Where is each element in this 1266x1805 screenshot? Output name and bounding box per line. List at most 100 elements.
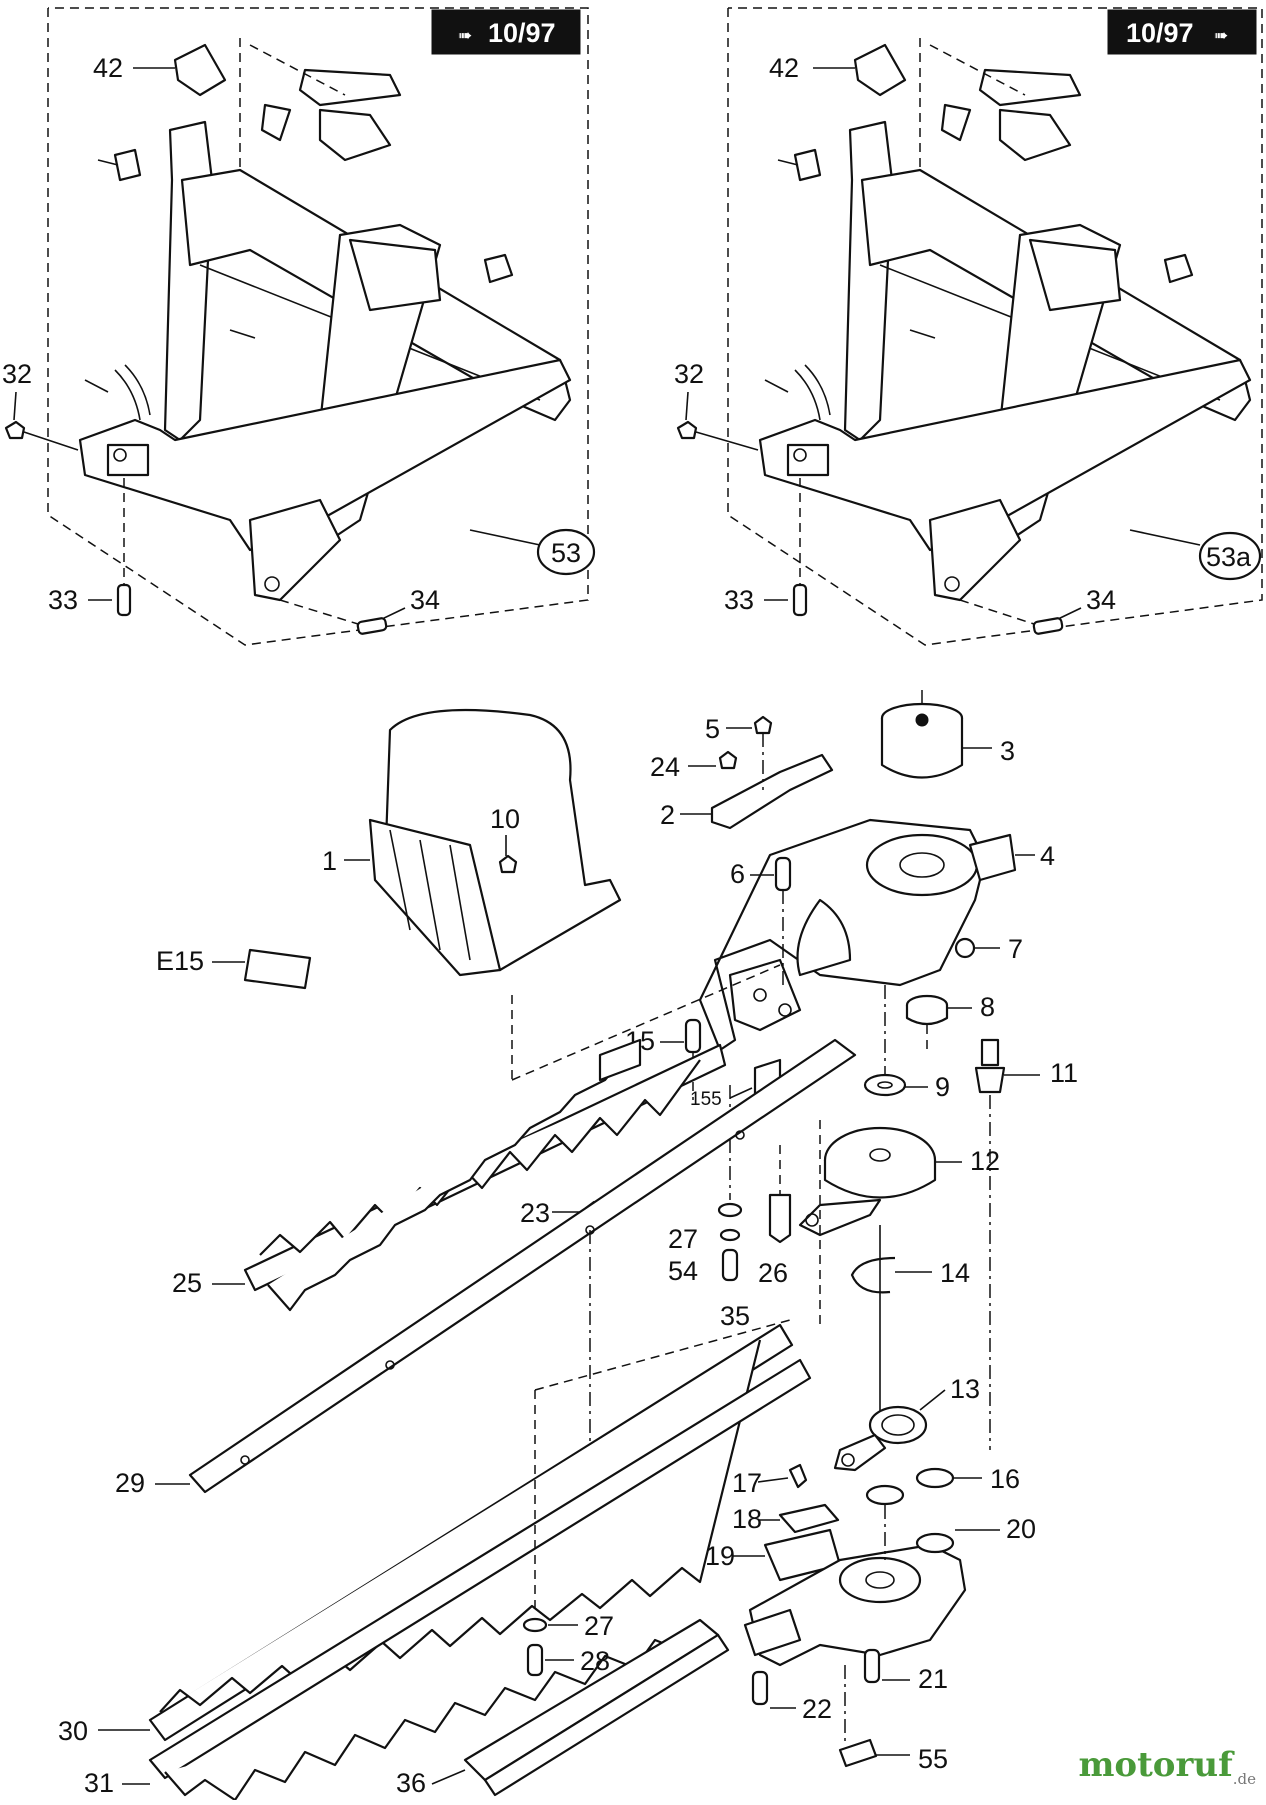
part-22-screw [751,1670,769,1706]
label-part-21: 21 [918,1664,948,1694]
part-31-lower-blade [148,1358,812,1802]
label-part-10: 10 [490,804,520,834]
screw-icon [116,583,132,617]
nut-icon [4,420,26,440]
label-part-13: 13 [950,1374,980,1404]
label-part-4: 4 [1040,841,1055,871]
label-part-35: 35 [720,1301,750,1331]
assembly-53-badge [536,528,596,576]
label-part-9: 9 [935,1072,950,1102]
part-16-washer [915,1467,955,1489]
part-3-cover [880,702,964,779]
part-26-spacer [768,1193,792,1244]
part-27-washer [717,1202,743,1218]
part-30-lower-blade [148,1323,794,1742]
label-part-12: 12 [970,1146,1000,1176]
label-part-5: 5 [705,714,720,744]
label-part-3: 3 [1000,736,1015,766]
label-42-right: 42 [769,53,799,83]
part-4-gear-housing [698,818,1017,1052]
frame-assembly-right: 10/97 ➠ 4 [674,7,1263,646]
label-53: 53 [551,538,581,568]
label-part-22: 22 [802,1694,832,1724]
label-part-30: 30 [58,1716,88,1746]
part-55-pin [838,1738,878,1768]
label-part-2: 2 [660,800,675,830]
label-part-1: 1 [322,846,337,876]
assembly-boundary-right [727,7,1263,646]
label-42-left: 42 [93,53,123,83]
badge-right: 10/97 ➠ [1107,9,1257,55]
label-part-36: 36 [396,1768,426,1798]
part-21-screw [863,1648,881,1684]
nut-icon [676,420,698,440]
part-20-lower-housing [743,1532,967,1667]
part-25-upper-blade [243,1038,727,1312]
label-33-right: 33 [724,585,754,615]
label-part-31: 31 [84,1768,114,1798]
assembly-boundary-left [47,7,589,646]
part-24-nut [718,750,738,770]
part-8-bushing [905,994,949,1026]
part-7-grease-nipple [954,937,976,959]
screw-icon [1032,617,1064,635]
label-part-29: 29 [115,1468,145,1498]
label-part-11: 11 [1050,1058,1078,1088]
label-part-16: 16 [990,1464,1020,1494]
watermark: motoruf.de [1078,1745,1256,1788]
part-28-screw [526,1643,544,1677]
part-12-gear [798,1126,937,1237]
label-part-27-top: 27 [668,1224,698,1254]
label-32-right: 32 [674,359,704,389]
label-part-7: 7 [1008,934,1023,964]
part-54-washer [719,1228,741,1242]
part-29-support-bar [188,1038,857,1494]
label-part-14: 14 [940,1258,970,1288]
label-34-right: 34 [1086,585,1116,615]
badge-left-text: 10/97 [488,18,556,48]
part-5-nut [753,715,773,735]
label-part-27-lower: 27 [584,1611,614,1641]
label-part-18: 18 [732,1504,762,1534]
label-part-54: 54 [668,1256,698,1286]
label-53a: 53a [1206,542,1252,572]
part-1-hand-guard [368,708,622,977]
label-part-25: 25 [172,1268,202,1298]
screw-icon [792,583,808,617]
label-part-6: 6 [730,859,745,889]
label-32-left: 32 [2,359,32,389]
handle-frame-right [758,38,1252,602]
part-13-connecting-rod [833,1405,928,1472]
svg-text:➠: ➠ [458,26,472,45]
badge-left: ➠ 10/97 [431,9,581,55]
part-15-screw [684,1018,702,1054]
label-part-20: 20 [1006,1514,1036,1544]
part-E15-decal [243,948,312,990]
label-part-E15: E15 [156,946,204,976]
label-part-23: 23 [520,1198,550,1228]
label-33-left: 33 [48,585,78,615]
badge-right-text: 10/97 [1126,18,1194,48]
label-part-8: 8 [980,992,995,1022]
part-2-bracket [710,753,834,830]
screw-icon [356,617,388,635]
part-27-washer-lower [522,1617,548,1633]
assembly-53a-badge [1198,531,1262,581]
part-9-washer-lower [865,1484,905,1506]
part-6-screw [774,856,792,892]
part-9-washer [863,1073,907,1097]
handle-frame-left [78,38,572,602]
label-part-19: 19 [705,1541,735,1571]
label-part-28: 28 [580,1646,610,1676]
label-34-left: 34 [410,585,440,615]
part-17-pin [788,1463,808,1489]
svg-text:➠: ➠ [1214,26,1228,45]
label-part-55: 55 [918,1744,948,1774]
part-18-plate [778,1503,840,1534]
exploded-view: 1 10 E15 5 24 2 3 [58,690,1078,1802]
label-part-155: 155 [690,1089,722,1110]
part-14-circlip [850,1256,896,1294]
frame-assembly-left: ➠ 10/97 [2,7,596,646]
label-part-26: 26 [758,1258,788,1288]
